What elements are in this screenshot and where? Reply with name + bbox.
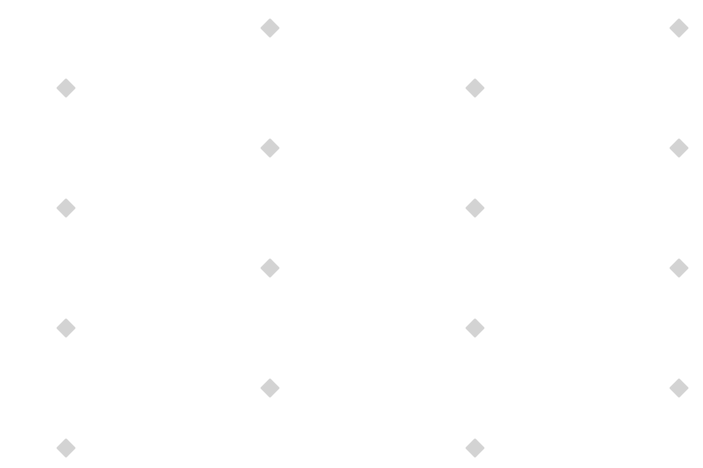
diamond-icon <box>465 318 485 338</box>
diamond-icon <box>260 18 280 38</box>
diamond-icon <box>669 18 689 38</box>
diamond-icon <box>56 78 76 98</box>
diamond-icon <box>465 438 485 458</box>
diamond-icon <box>465 198 485 218</box>
diamond-icon <box>260 258 280 278</box>
diamond-icon <box>260 138 280 158</box>
diamond-icon <box>56 438 76 458</box>
diamond-icon <box>260 378 280 398</box>
diamond-icon <box>465 78 485 98</box>
diamond-icon <box>669 258 689 278</box>
diamond-icon <box>669 378 689 398</box>
diamond-icon <box>56 318 76 338</box>
diamond-icon <box>669 138 689 158</box>
diamond-icon <box>56 198 76 218</box>
